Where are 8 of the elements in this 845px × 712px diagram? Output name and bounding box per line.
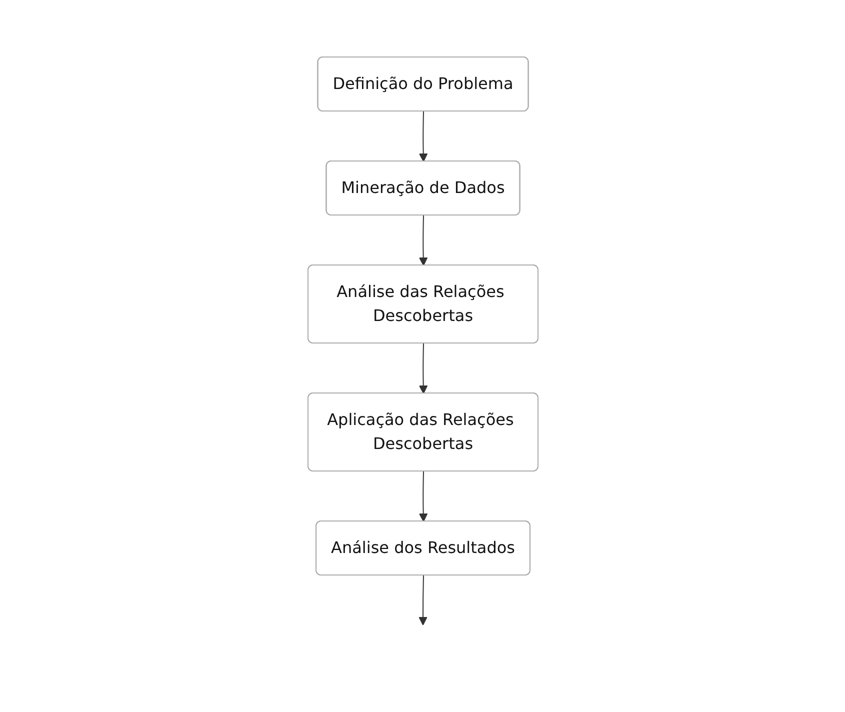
arrow [418,343,428,394]
node-text: Aplicação das Relações Descobertas [326,410,514,453]
node-text: Análise dos Resultados [330,538,514,557]
node-text: Análise das Relações Descobertas [336,282,504,325]
arrow [418,471,428,522]
arrow [418,215,428,266]
arrow [418,575,427,626]
arrow [418,111,428,162]
